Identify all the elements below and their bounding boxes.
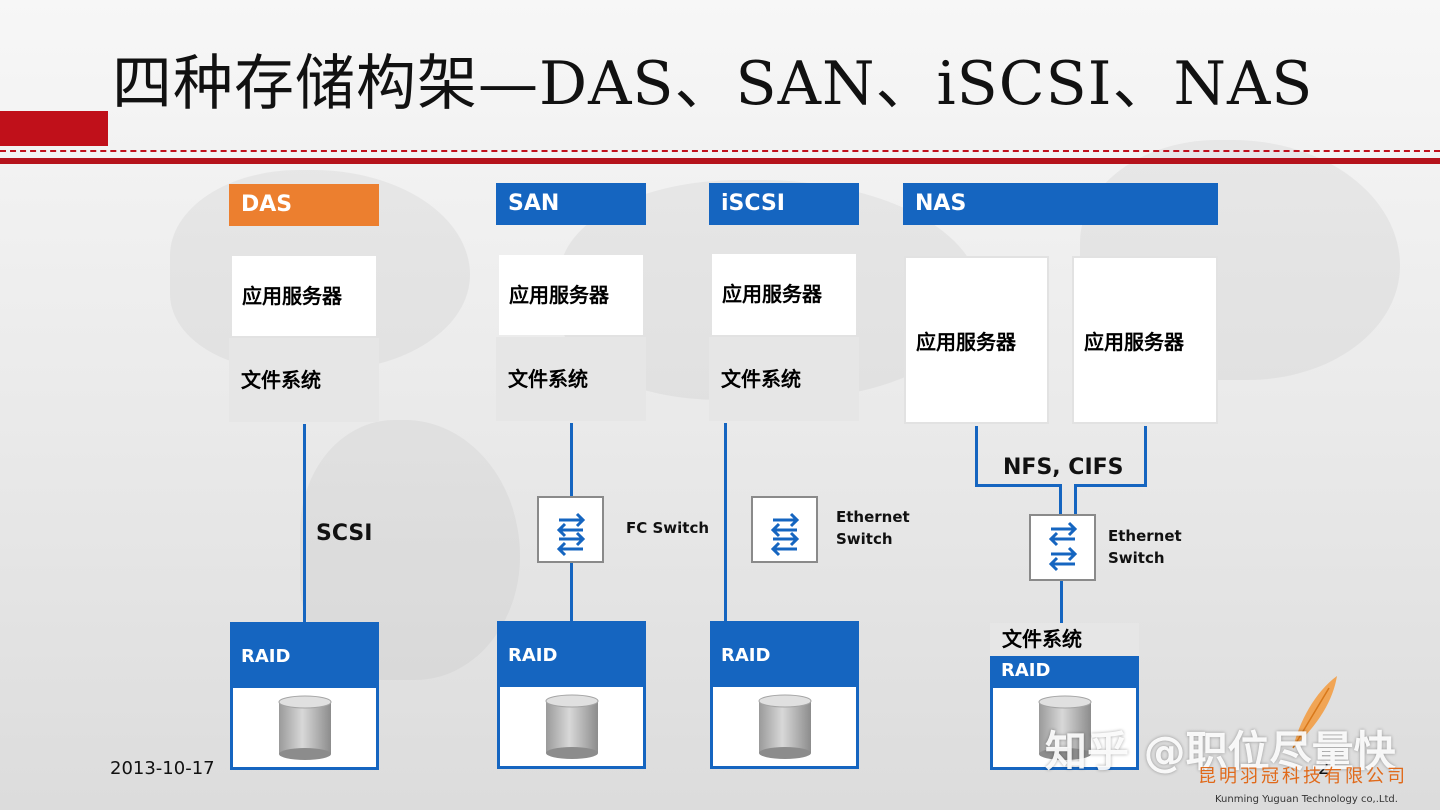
iscsi-raid: RAID — [710, 621, 859, 769]
disk-cylinder-icon — [758, 694, 812, 759]
slide-title: 四种存储构架—DAS、SAN、iSCSI、NAS — [112, 49, 1314, 119]
switch-arrows-icon — [770, 512, 800, 557]
iscsi-app-server: 应用服务器 — [712, 254, 856, 335]
raid-label: RAID — [1001, 660, 1051, 681]
iscsi-header: iSCSI — [709, 183, 859, 225]
raid-label: RAID — [508, 645, 558, 666]
switch-arrows-icon — [1048, 521, 1078, 572]
nas-switch-label-2: Switch — [1108, 549, 1165, 567]
san-app-server: 应用服务器 — [499, 255, 643, 335]
nas-app-server-2: 应用服务器 — [1072, 256, 1218, 424]
iscsi-connector — [724, 423, 727, 622]
raid-disk-area — [233, 688, 376, 767]
san-fc-switch — [537, 496, 604, 563]
raid-disk-area — [713, 687, 856, 766]
title-divider-dashed — [0, 150, 1440, 152]
page-number: 2 — [1318, 758, 1330, 779]
raid-label: RAID — [241, 646, 291, 667]
nas-protocol-label: NFS, CIFS — [1003, 455, 1124, 480]
nas-switch-label-1: Ethernet — [1108, 527, 1182, 545]
nas-connector-bottom — [1060, 581, 1063, 623]
san-switch-label: FC Switch — [626, 519, 710, 537]
slide-date: 2013-10-17 — [110, 758, 215, 779]
das-app-server: 应用服务器 — [232, 256, 376, 336]
disk-cylinder-icon — [1038, 695, 1092, 760]
nas-header: NAS — [903, 183, 1218, 225]
company-name-en: Kunming Yuguan Technology co,.Ltd. — [1215, 794, 1398, 805]
iscsi-file-system: 文件系统 — [709, 337, 859, 421]
san-connector-bottom — [570, 563, 573, 622]
raid-label: RAID — [721, 645, 771, 666]
san-connector-top — [570, 423, 573, 496]
feather-logo-icon — [1292, 676, 1337, 749]
company-name-cn: 昆明羽冠科技有限公司 — [1198, 766, 1408, 787]
das-file-system: 文件系统 — [229, 338, 379, 422]
nas-connector-mid-left — [1059, 484, 1062, 514]
san-header: SAN — [496, 183, 646, 225]
switch-arrows-icon — [556, 512, 586, 557]
nas-app-server-1: 应用服务器 — [904, 256, 1049, 424]
nas-file-system: 文件系统 — [990, 623, 1139, 656]
nas-connector-mid-right — [1074, 484, 1077, 514]
das-scsi-label: SCSI — [316, 521, 373, 546]
watermark: 知乎 @职位尽量快 — [1045, 727, 1396, 776]
san-file-system: 文件系统 — [496, 337, 646, 421]
san-raid: RAID — [497, 621, 646, 769]
iscsi-switch-label-1: Ethernet — [836, 508, 910, 526]
nas-connector-right — [1144, 426, 1147, 487]
iscsi-ethernet-switch — [751, 496, 818, 563]
disk-cylinder-icon — [278, 695, 332, 760]
raid-disk-area — [500, 687, 643, 766]
das-raid: RAID — [230, 622, 379, 770]
nas-connector-h-right — [1074, 484, 1147, 487]
iscsi-switch-label-2: Switch — [836, 530, 893, 548]
nas-raid: RAID — [990, 656, 1139, 770]
nas-connector-left — [975, 426, 978, 487]
raid-disk-area — [993, 688, 1136, 767]
nas-ethernet-switch — [1029, 514, 1096, 581]
title-divider — [0, 158, 1440, 164]
disk-cylinder-icon — [545, 694, 599, 759]
das-connector — [303, 424, 306, 622]
title-accent-block — [0, 111, 108, 146]
das-header: DAS — [229, 184, 379, 226]
nas-connector-h-left — [975, 484, 1061, 487]
